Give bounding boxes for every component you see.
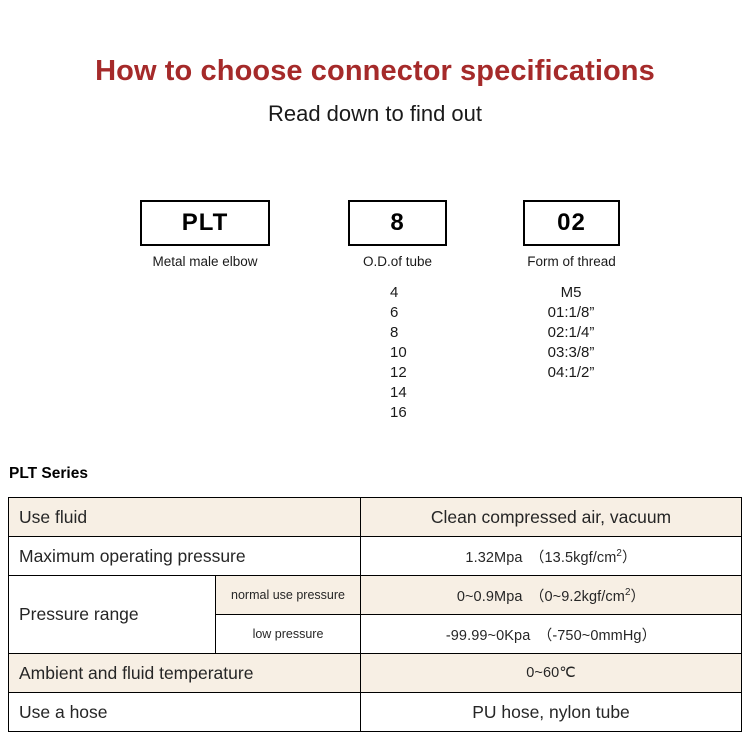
cell-normal-use-pressure-value: 0~0.9Mpa （0~9.2kgf/cm2） (360, 575, 742, 615)
cell-temperature-value: 0~60℃ (360, 653, 742, 693)
option-list-tube: 4 6 8 10 12 14 16 (390, 283, 450, 423)
cell-hose-value: PU hose, nylon tube (360, 692, 742, 732)
cell-max-pressure-value: 1.32Mpa （13.5kgf/cm2） (360, 536, 742, 576)
value-text: 1.32Mpa （13.5kgf/cm (465, 549, 617, 566)
cell-use-fluid-label: Use fluid (8, 497, 361, 537)
value-superscript: 2 (624, 586, 631, 598)
spec-table-title: PLT Series (9, 465, 88, 482)
option-item[interactable]: 6 (390, 304, 399, 321)
table-row: Use fluid Clean compressed air, vacuum (8, 497, 742, 537)
code-caption-thread: Form of thread (527, 254, 616, 269)
table-row: Pressure range normal use pressure 0~0.9… (8, 575, 742, 654)
code-group-tube: 8 O.D.of tube (348, 200, 447, 269)
table-row: Use a hose PU hose, nylon tube (8, 692, 742, 732)
code-caption-series: Metal male elbow (152, 254, 258, 269)
cell-temperature-label: Ambient and fluid temperature (8, 653, 361, 693)
option-item[interactable]: 16 (390, 404, 407, 421)
table-row: Ambient and fluid temperature 0~60℃ (8, 653, 742, 693)
value-superscript: 2 (616, 547, 622, 559)
option-item[interactable]: 04:1/2” (547, 364, 595, 381)
option-item[interactable]: 01:1/8” (547, 304, 595, 321)
code-box-thread[interactable]: 02 (523, 200, 620, 246)
option-item[interactable]: 4 (390, 284, 399, 301)
page-subtitle: Read down to find out (267, 101, 483, 126)
option-item[interactable]: 10 (390, 344, 407, 361)
value-text-tail: ） (630, 588, 646, 605)
page-title: How to choose connector specifications (95, 55, 655, 87)
option-item[interactable]: 02:1/4” (547, 324, 595, 341)
value-text-tail: ） (621, 549, 637, 566)
cell-low-pressure-sub: low pressure (215, 614, 361, 654)
option-item[interactable]: 03:3/8” (547, 344, 595, 361)
spec-table: Use fluid Clean compressed air, vacuum M… (8, 497, 742, 732)
cell-normal-use-pressure-sub: normal use pressure (215, 575, 361, 615)
cell-low-pressure-value: -99.99~0Kpa （-750~0mmHg） (360, 614, 742, 654)
value-text: 0~0.9Mpa （0~9.2kgf/cm (456, 588, 625, 605)
cell-max-pressure-label: Maximum operating pressure (8, 536, 361, 576)
option-item[interactable]: 14 (390, 384, 407, 401)
option-item[interactable]: 8 (390, 324, 399, 341)
option-list-thread: M5 01:1/8” 02:1/4” 03:3/8” 04:1/2” (515, 283, 627, 383)
option-item[interactable]: M5 (560, 284, 582, 301)
option-item[interactable]: 12 (390, 364, 407, 381)
cell-use-fluid-value: Clean compressed air, vacuum (360, 497, 742, 537)
cell-pressure-range-label: Pressure range (8, 575, 216, 654)
cell-hose-label: Use a hose (8, 692, 361, 732)
code-box-series[interactable]: PLT (140, 200, 270, 246)
code-group-series: PLT Metal male elbow (140, 200, 270, 269)
code-caption-tube: O.D.of tube (362, 254, 433, 269)
code-group-thread: 02 Form of thread (523, 200, 620, 269)
table-row: Maximum operating pressure 1.32Mpa （13.5… (8, 536, 742, 576)
code-box-tube[interactable]: 8 (348, 200, 447, 246)
